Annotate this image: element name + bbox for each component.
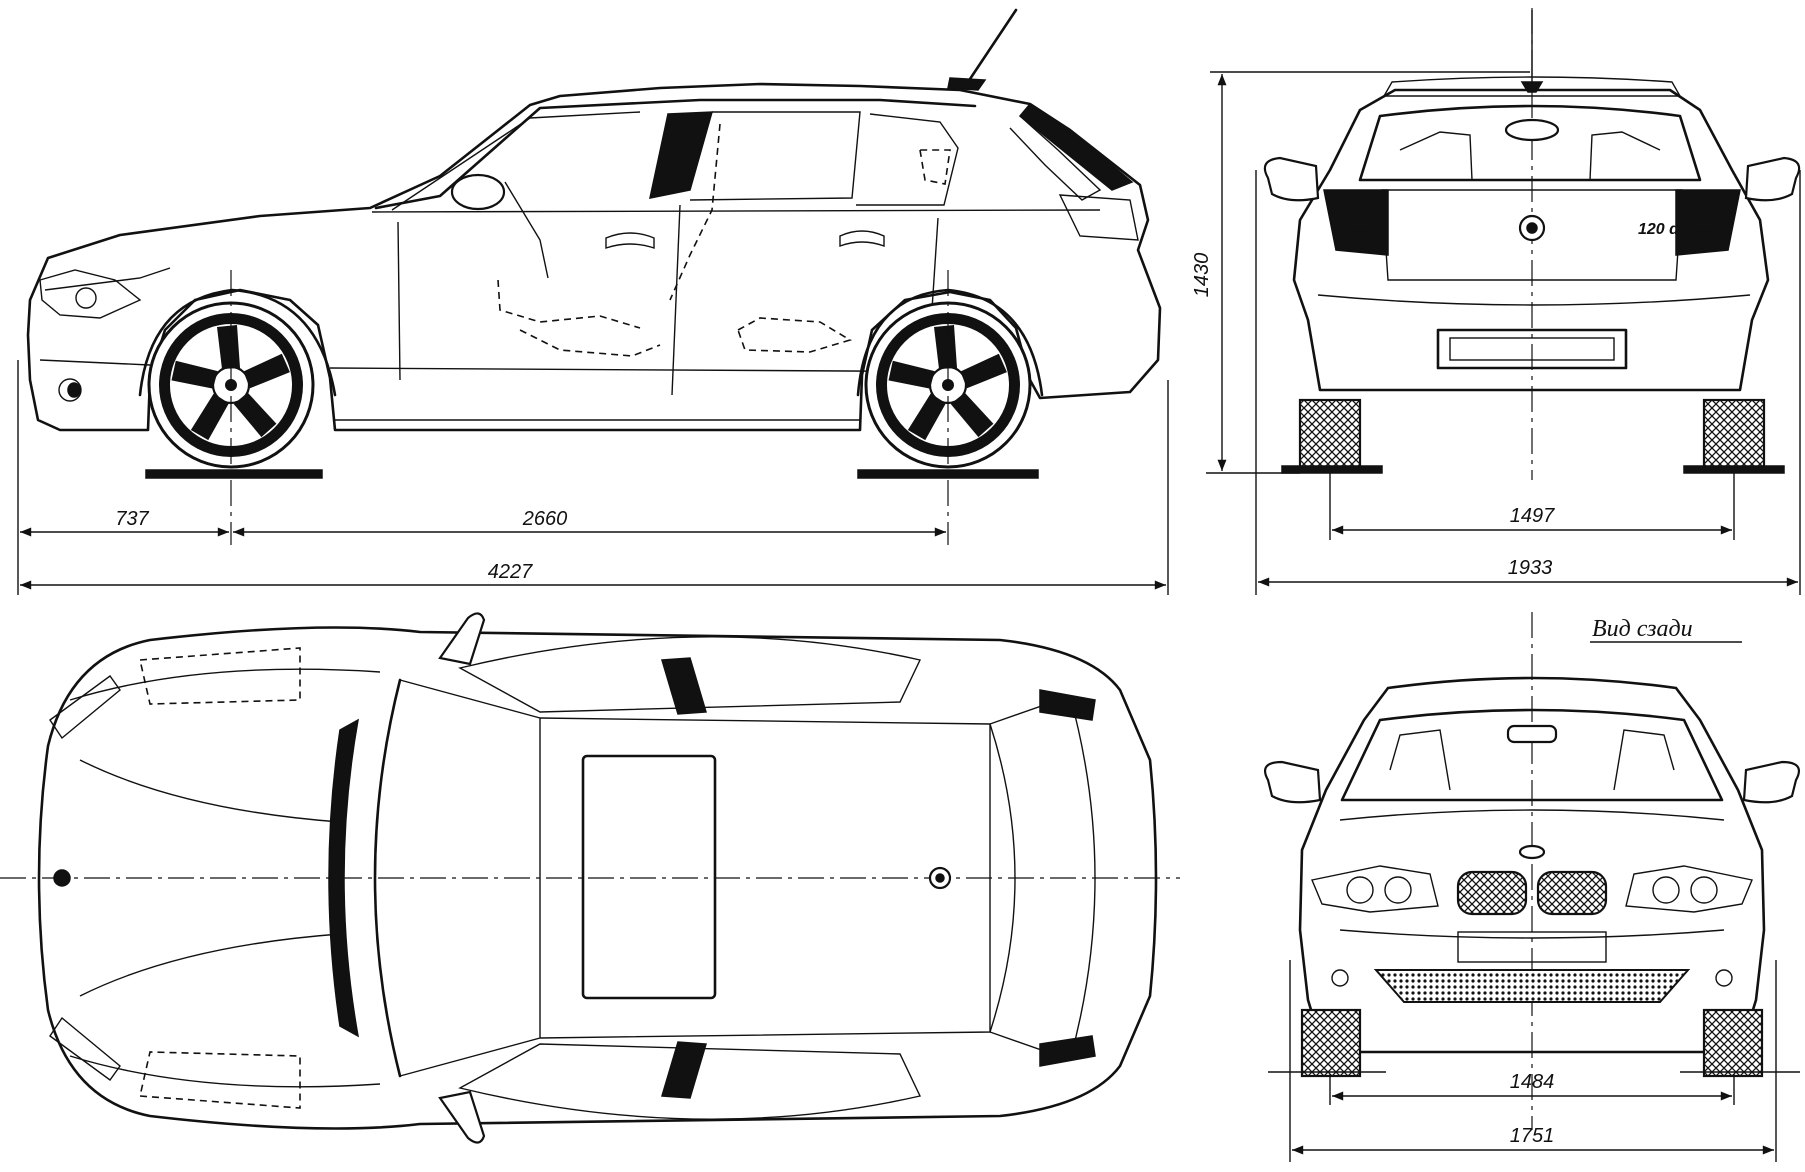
side-view: 737 2660 4227 (17, 8, 1169, 595)
overall-length-dim: 4227 (488, 561, 533, 583)
top-view (0, 612, 1180, 1144)
view-caption: Вид сзади (1590, 616, 1742, 643)
wheelbase-dim: 2660 (522, 508, 568, 530)
rear-view: 120 d 1430 1497 1933 (1191, 8, 1801, 595)
model-badge: 120 d (1638, 221, 1680, 238)
rear-view-caption: Вид сзади (1592, 616, 1693, 642)
body-width-dim: 1751 (1510, 1125, 1555, 1147)
height-dim: 1430 (1191, 253, 1213, 298)
front-view: 1484 1751 (1264, 612, 1800, 1162)
width-with-mirrors-dim: 1933 (1508, 557, 1553, 579)
front-track-dim: 1484 (1510, 1071, 1555, 1093)
rear-track-dim: 1497 (1510, 505, 1555, 527)
front-overhang-dim: 737 (115, 508, 149, 530)
